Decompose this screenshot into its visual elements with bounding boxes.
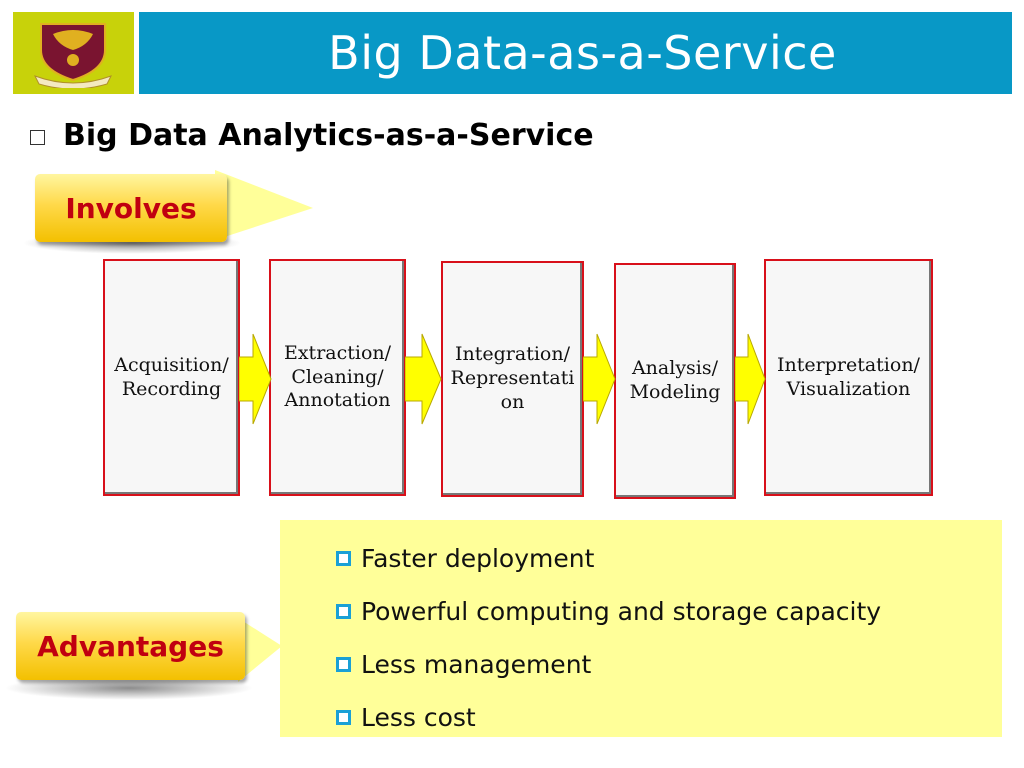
subheading-row: Big Data Analytics-as-a-Service — [30, 118, 594, 153]
title-bar: Big Data-as-a-Service — [139, 12, 1012, 94]
list-item: Faster deployment — [336, 532, 881, 585]
university-crest-icon — [33, 23, 113, 88]
square-bullet-icon — [336, 551, 351, 566]
flow-step-label: Extraction/ Cleaning/ Annotation — [283, 341, 392, 412]
logo — [13, 12, 134, 94]
flow-step-acquisition: Acquisition/ Recording — [103, 259, 240, 496]
list-item: Less management — [336, 638, 881, 691]
involves-label: Involves — [65, 191, 197, 225]
advantages-list: Faster deployment Powerful computing and… — [336, 532, 881, 744]
involves-callout: Involves — [35, 174, 227, 242]
square-bullet-icon — [30, 130, 45, 145]
square-bullet-icon — [336, 710, 351, 725]
advantages-callout: Advantages — [16, 612, 245, 680]
flow-step-integration: Integration/ Representati on — [441, 261, 584, 497]
flow-step-label: Analysis/ Modeling — [629, 357, 721, 403]
flow-step-label: Interpretation/ Visualization — [777, 353, 920, 400]
advantage-text: Powerful computing and storage capacity — [361, 597, 882, 626]
list-item: Less cost — [336, 691, 881, 744]
subheading: Big Data Analytics-as-a-Service — [63, 118, 594, 153]
involves-pointer — [215, 170, 313, 240]
page-title: Big Data-as-a-Service — [328, 26, 837, 80]
flow-arrow-icon — [583, 333, 616, 425]
square-bullet-icon — [336, 657, 351, 672]
advantage-text: Less management — [361, 650, 592, 679]
flow-arrow-icon — [405, 333, 442, 425]
advantage-text: Less cost — [361, 703, 476, 732]
advantages-label: Advantages — [37, 629, 224, 663]
advantages-pointer — [238, 618, 282, 682]
advantage-text: Faster deployment — [361, 544, 595, 573]
flow-step-label: Integration/ Representati on — [450, 343, 575, 413]
list-item: Powerful computing and storage capacity — [336, 585, 881, 638]
square-bullet-icon — [336, 604, 351, 619]
flow-step-analysis: Analysis/ Modeling — [614, 263, 736, 499]
flow-step-extraction: Extraction/ Cleaning/ Annotation — [269, 259, 406, 496]
flow-arrow-icon — [735, 333, 766, 425]
advantages-callout-shadow — [4, 676, 254, 700]
flow-arrow-icon — [239, 333, 272, 425]
flow-step-interpretation: Interpretation/ Visualization — [764, 259, 933, 496]
flow-step-label: Acquisition/ Recording — [114, 353, 229, 400]
advantages-panel: Faster deployment Powerful computing and… — [280, 520, 1002, 737]
